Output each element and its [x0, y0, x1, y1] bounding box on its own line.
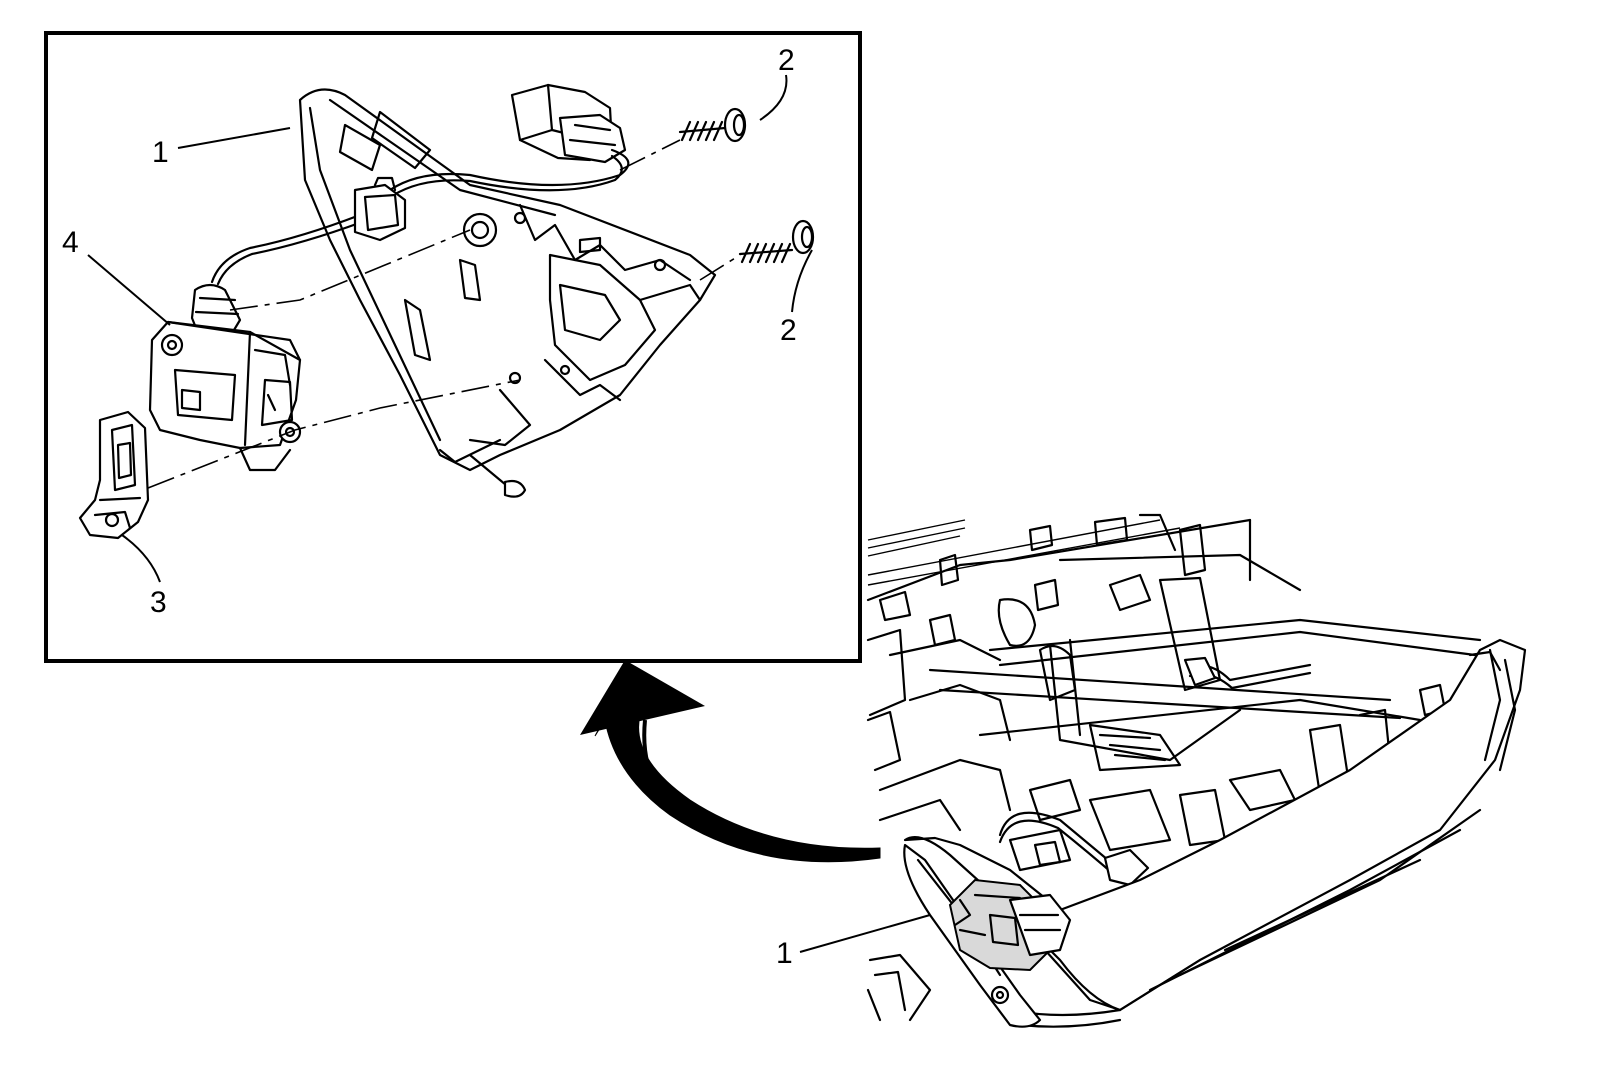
door-lock-actuator: [148, 283, 302, 472]
callout-detail-clip: 3: [150, 586, 167, 619]
leader-1: [177, 127, 291, 149]
leader-2-bottom: [791, 249, 813, 313]
overview-actuator: [948, 878, 1072, 1005]
screw-bottom: [738, 219, 815, 264]
overview-instrument-panel: 1: [776, 513, 1527, 1028]
wiring-harness: [210, 148, 630, 286]
callout-detail-harness: 1: [152, 136, 169, 169]
leader-3: [121, 534, 161, 583]
view-arrow: [580, 660, 881, 863]
callout-detail-actuator: 4: [62, 226, 79, 259]
leader-2-top: [759, 74, 788, 121]
alignment-line-lower: [147, 379, 521, 489]
callout-detail-screw-top: 2: [778, 44, 795, 77]
harness-connector: [510, 83, 627, 164]
alignment-line-screw-top: [619, 139, 681, 171]
mounting-bracket: [298, 88, 717, 498]
callout-detail-screw-bottom: 2: [780, 314, 797, 347]
callout-overview-glovebox: 1: [776, 937, 793, 970]
alignment-line-upper: [229, 229, 471, 311]
leader-overview-1: [799, 914, 931, 953]
alignment-line-screw-bottom: [699, 254, 741, 281]
detail-inset: 1 2 2 3 4: [44, 31, 862, 663]
screw-top: [678, 107, 747, 143]
retaining-clip: [78, 410, 150, 540]
leader-4: [87, 254, 171, 326]
